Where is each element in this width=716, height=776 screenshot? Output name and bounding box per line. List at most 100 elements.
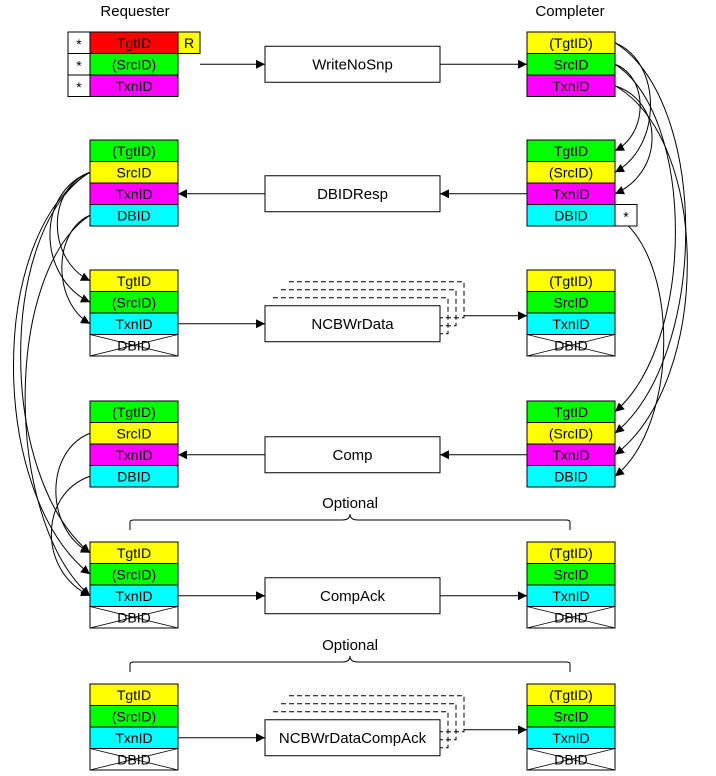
cross-line bbox=[526, 334, 616, 357]
requester-field-label: DBID bbox=[117, 468, 150, 484]
requester-field-label: TxnID bbox=[115, 730, 152, 746]
completer-field-label: TxnID bbox=[552, 78, 589, 94]
completer-field-label: (TgtID) bbox=[549, 273, 593, 289]
requester-field-label: DBID bbox=[117, 751, 150, 767]
requester-field-label: (SrcID) bbox=[112, 56, 156, 72]
requester-field-dbid bbox=[89, 465, 179, 488]
completer-field-label: TxnID bbox=[552, 316, 589, 332]
completer-field-label: (TgtID) bbox=[549, 35, 593, 51]
r-box bbox=[177, 31, 201, 54]
completer-field-label: (SrcID) bbox=[549, 425, 593, 441]
message-rows: TgtID (SrcID) TxnID (TgtID) SrcID TxnID * * * R Wr… bbox=[67, 31, 638, 771]
message-label: NCBWrData bbox=[311, 316, 394, 333]
completer-field-label: SrcID bbox=[554, 566, 589, 582]
connection-curve bbox=[20, 171, 91, 554]
star-box bbox=[614, 204, 638, 227]
star-marker: * bbox=[623, 208, 629, 224]
optional-brace bbox=[129, 513, 571, 530]
message-box bbox=[264, 175, 441, 213]
connection-curve bbox=[55, 432, 91, 554]
completer-field-label: DBID bbox=[554, 337, 587, 353]
message-label: NCBWrDataCompAck bbox=[279, 730, 427, 747]
optional-label: Optional bbox=[322, 495, 378, 512]
connection-curve bbox=[24, 214, 91, 597]
message-label: CompAck bbox=[320, 588, 386, 605]
requester-field-label: (SrcID) bbox=[112, 294, 156, 310]
requester-field-label: (SrcID) bbox=[112, 566, 156, 582]
requester-field-label: TxnID bbox=[115, 588, 152, 604]
requester-field-label: TgtID bbox=[117, 687, 151, 703]
requester-field-label: (SrcID) bbox=[112, 708, 156, 724]
cross-line bbox=[89, 606, 179, 629]
connection-curve bbox=[614, 85, 688, 456]
completer-field-label: DBID bbox=[554, 751, 587, 767]
connection-curve bbox=[614, 63, 676, 413]
completer-field-label: SrcID bbox=[554, 56, 589, 72]
requester-field-label: (TgtID) bbox=[112, 143, 156, 159]
connection-curve bbox=[614, 214, 665, 477]
message-stack-outline bbox=[289, 695, 465, 733]
completer-field-label: (SrcID) bbox=[549, 164, 593, 180]
star-marker: * bbox=[76, 36, 82, 52]
completer-field-label: SrcID bbox=[554, 294, 589, 310]
connection-curve bbox=[57, 171, 91, 282]
requester-header: Requester bbox=[100, 3, 169, 20]
message-box bbox=[264, 45, 441, 83]
message-stack-outline bbox=[273, 297, 449, 335]
connection-curve bbox=[614, 85, 653, 195]
cross-line bbox=[89, 334, 179, 357]
message-label: WriteNoSnp bbox=[312, 56, 393, 73]
optional-label: Optional bbox=[322, 637, 378, 654]
message-label: DBIDResp bbox=[317, 186, 388, 203]
connection-curve bbox=[61, 214, 91, 325]
connection-curve bbox=[50, 475, 91, 597]
message-stack-outline bbox=[273, 711, 449, 749]
completer-field-label: TgtID bbox=[554, 404, 588, 420]
completer-field-dbid bbox=[526, 465, 616, 488]
completer-field-label: TxnID bbox=[552, 186, 589, 202]
requester-field-label: TxnID bbox=[115, 186, 152, 202]
message-stack-outline bbox=[289, 281, 465, 319]
completer-field-label: TxnID bbox=[552, 447, 589, 463]
requester-field-label: TgtID bbox=[117, 545, 151, 561]
requester-field-label: (TgtID) bbox=[112, 404, 156, 420]
requester-field-label: TxnID bbox=[115, 78, 152, 94]
completer-header: Completer bbox=[535, 3, 604, 20]
message-box bbox=[264, 305, 441, 343]
connection-curve bbox=[49, 171, 91, 303]
completer-field-label: TgtID bbox=[554, 143, 588, 159]
star-marker: * bbox=[76, 57, 82, 73]
connection-curves bbox=[13, 42, 688, 597]
requester-field-label: TxnID bbox=[115, 316, 152, 332]
message-label: Comp bbox=[332, 447, 372, 464]
completer-field-label: (TgtID) bbox=[549, 687, 593, 703]
requester-field-label: SrcID bbox=[117, 425, 152, 441]
connection-curve bbox=[614, 42, 651, 173]
star-marker: * bbox=[76, 79, 82, 95]
cross-line bbox=[526, 748, 616, 771]
completer-field-label: TxnID bbox=[552, 730, 589, 746]
completer-field-label: (TgtID) bbox=[549, 545, 593, 561]
completer-field-label: DBID bbox=[554, 468, 587, 484]
requester-field-label: DBID bbox=[117, 609, 150, 625]
requester-field-label: SrcID bbox=[117, 164, 152, 180]
requester-field-label: TxnID bbox=[115, 447, 152, 463]
requester-field-label: TgtID bbox=[117, 273, 151, 289]
r-marker: R bbox=[184, 35, 194, 51]
completer-field-label: TxnID bbox=[552, 588, 589, 604]
connection-curve bbox=[13, 171, 91, 575]
completer-field-label: SrcID bbox=[554, 708, 589, 724]
requester-field-label: TgtID bbox=[117, 35, 151, 51]
connection-curve bbox=[614, 63, 641, 152]
requester-field-label: DBID bbox=[117, 207, 150, 223]
requester-field-dbid bbox=[89, 204, 179, 227]
completer-field-txnid bbox=[526, 74, 616, 97]
star-box bbox=[67, 74, 91, 97]
completer-field-label: DBID bbox=[554, 609, 587, 625]
cross-line bbox=[526, 606, 616, 629]
optional-brace bbox=[129, 655, 571, 672]
completer-field-label: DBID bbox=[554, 207, 587, 223]
message-box bbox=[264, 719, 441, 757]
requester-field-label: DBID bbox=[117, 337, 150, 353]
